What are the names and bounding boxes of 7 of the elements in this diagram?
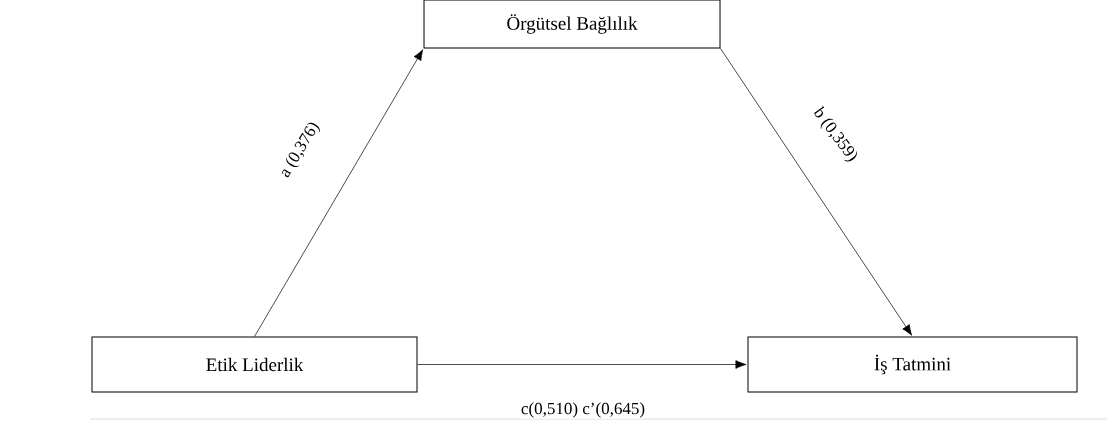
path-coefficient: c(0,510) c’(0,645)	[519, 401, 647, 419]
variable-box: Etik Liderlik	[91, 336, 418, 393]
arrow	[720, 48, 913, 336]
variable-box: İş Tatmini	[747, 336, 1078, 393]
variable-box: Örgütsel Bağlılık	[423, 0, 721, 49]
arrow	[254, 49, 424, 337]
arrow	[417, 360, 747, 369]
